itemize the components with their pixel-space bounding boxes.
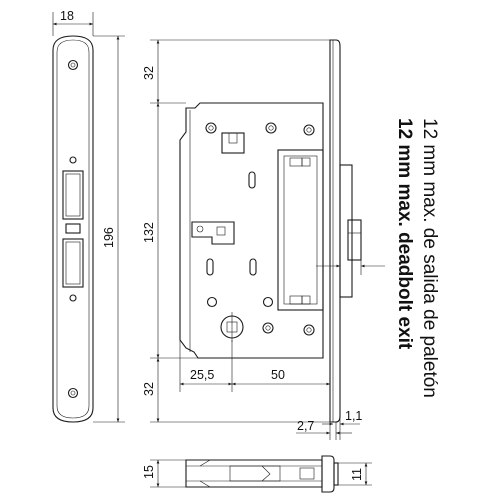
dimension-deadbolt-exit <box>316 258 385 275</box>
dimension-bolt-gap-label: 1,1 <box>345 409 362 423</box>
bottom-view <box>185 455 339 493</box>
case-rivet <box>262 296 274 308</box>
dimension-faceplate-width: 18 <box>52 9 94 36</box>
slot <box>248 171 256 189</box>
screw-hole <box>69 294 77 302</box>
case-screw <box>262 322 274 334</box>
dimension-body-thickness: 15 <box>142 459 186 488</box>
case-screw <box>265 122 277 134</box>
note-spanish: 12 mm max. de salida de paletón <box>419 118 440 398</box>
faceplate-slot <box>65 223 81 234</box>
dimension-top-offset: 32 <box>142 39 330 104</box>
dimension-case-height-label: 132 <box>142 222 156 243</box>
dimension-faceplate-length: 196 <box>93 35 125 423</box>
lock-case-outline <box>179 102 324 359</box>
dimension-faceplate-thickness-label: 2,7 <box>297 419 314 433</box>
lever-mechanism <box>191 221 235 245</box>
dimension-bottom-offset-label: 32 <box>142 382 156 396</box>
note-english: 12 mm max. deadbolt exit <box>394 118 415 350</box>
dimension-body-thickness-label: 15 <box>142 465 156 479</box>
latch-housing <box>277 149 324 311</box>
bolt-tip <box>347 219 362 261</box>
screw-hole <box>69 156 77 164</box>
faceplate-inner-outline <box>56 39 90 419</box>
slot <box>249 258 257 276</box>
screw-hole <box>67 387 79 399</box>
slot <box>206 258 214 276</box>
faceplate-outline <box>52 35 94 423</box>
dimension-spindle-label: 50 <box>271 368 285 382</box>
case-rivet <box>206 296 218 308</box>
dimension-faceplate-thickness: 2,7 1,1 <box>296 408 362 440</box>
dimension-top-offset-label: 32 <box>142 66 156 80</box>
deadbolt <box>339 164 353 298</box>
lock-body-view <box>179 39 362 423</box>
screw-hole <box>67 59 79 71</box>
dimension-faceplate-width-label: 18 <box>60 9 74 23</box>
case-screw <box>205 122 217 134</box>
dimension-bolt-height: 11 <box>338 462 372 486</box>
case-screw <box>303 124 315 136</box>
faceplate-edge <box>329 39 341 423</box>
bottom-view-faceplate <box>321 455 335 493</box>
dimension-case-height: 132 <box>142 103 198 359</box>
case-screw <box>303 324 315 336</box>
dimension-faceplate-length-label: 196 <box>102 227 116 248</box>
faceplate-view <box>52 35 94 423</box>
bottom-view-body <box>185 459 323 488</box>
deadbolt-opening <box>62 238 84 288</box>
dimension-bolt-height-label: 11 <box>350 468 364 481</box>
dimension-bottom-offset: 32 <box>142 358 330 423</box>
dimension-backset-label: 25,5 <box>190 368 214 382</box>
latch-opening <box>62 170 84 220</box>
dimension-backset: 25,5 50 <box>179 340 331 392</box>
